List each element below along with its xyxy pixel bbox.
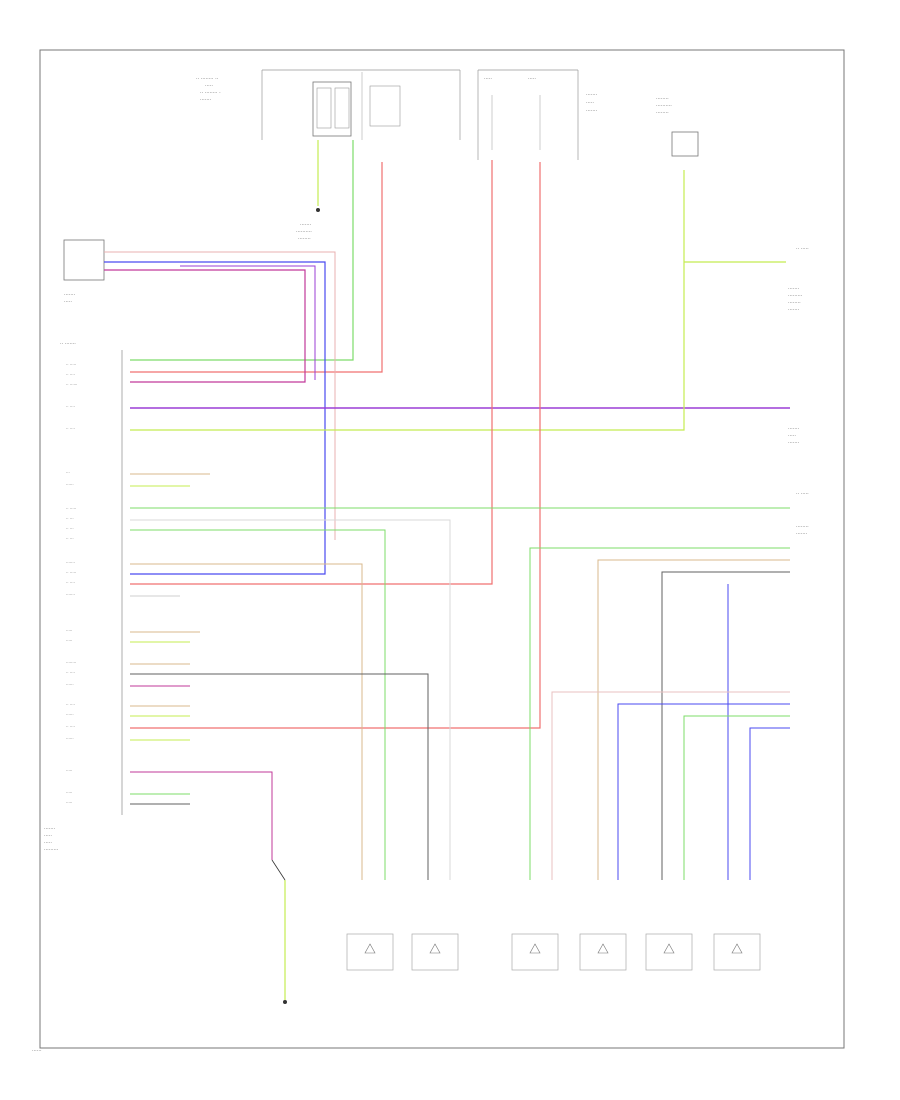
wire-module-d [130,673,429,880]
svg-text:········: ········ [656,110,669,116]
svg-text:······: ······ [66,736,74,741]
svg-text:·· ···: ·· ··· [66,536,74,541]
svg-text:·····: ····· [788,433,796,439]
wire-top-red [130,162,383,373]
svg-text:···: ··· [66,470,70,475]
diagram-border [39,49,845,1049]
module-stub-wires [130,473,210,805]
wire-right-green [529,547,790,880]
svg-text:·· ····: ·· ···· [66,702,75,707]
wire-module-b [130,529,386,880]
wire-module-c [130,563,363,880]
svg-text:·······: ······· [64,292,76,298]
svg-text:·····: ····· [64,299,72,305]
svg-text:········: ········ [298,236,311,242]
wire-seat-1 [104,251,336,540]
footer-code: ······ [32,1048,42,1054]
svg-text:·····: ····· [66,790,72,795]
wire-bottom-switch [130,771,273,860]
wire-right-pink [551,691,790,880]
svg-text:·····: ····· [205,83,213,89]
svg-text:·· ····: ·· ···· [66,426,75,431]
svg-text:·······: ······· [788,286,800,292]
top-relay-box: ·· ········ ·· ····· ·· ········ · ·····… [196,69,461,140]
svg-text:·······: ······· [586,108,598,114]
svg-text:·· ····: ·· ···· [66,580,75,585]
svg-text:·· ·······: ·· ······· [60,341,76,347]
svg-text:·······: ······· [788,307,800,313]
wire-seat-magenta [104,269,306,383]
right-connectors: ·· ····· ······· ········· ········ ····… [788,246,809,537]
svg-text:·······: ······· [788,426,800,432]
wire-right-blue-3 [749,727,790,880]
svg-text:·· ····: ·· ···· [66,404,75,409]
wire-module-a [130,519,451,880]
svg-text:·· ····: ·· ···· [66,670,75,675]
svg-text:·······: ······· [66,592,75,597]
svg-text:·····: ····· [66,768,72,773]
svg-text:·····: ····· [66,638,72,643]
wire-seat-blue [104,261,326,575]
module-pin-labels: ·· ····· ·· ···· ·· ······ ·· ···· ·· ··… [66,362,77,805]
svg-text:·· ·····: ·· ····· [66,506,76,511]
svg-text:·· ·····: ·· ····· [66,570,76,575]
svg-text:·· ····: ·· ···· [66,724,75,729]
svg-text:··········: ·········· [296,229,312,235]
svg-text:·····: ····· [528,76,536,82]
svg-text:········: ········ [788,300,801,306]
svg-text:······: ······ [66,712,74,717]
svg-text:·······: ······· [788,440,800,446]
svg-text:·······: ······· [44,826,56,832]
wire-fuse-red-2 [130,162,541,729]
svg-text:·····: ····· [44,840,52,846]
wire-right-tan [597,559,790,880]
svg-text:·· ······: ·· ······ [66,382,77,387]
svg-text:··········: ·········· [656,103,672,109]
wire-right-dark [661,571,790,880]
svg-text:·· ·····: ·· ····· [66,362,76,367]
svg-text:·········: ········· [788,293,803,299]
svg-text:·· ····: ·· ···· [66,372,75,377]
svg-text:·····: ····· [44,833,52,839]
wire-yellow-green-main [130,170,685,431]
wire-fuse-red [130,160,493,585]
svg-text:·····: ····· [66,628,72,633]
svg-text:·· ········ ·: ·· ········ · [200,90,221,96]
wire-right-green-2 [683,715,790,880]
svg-text:·····: ····· [484,76,492,82]
svg-text:········: ········ [656,96,669,102]
top-fuse-box: ····· ····· ······· ····· ······· [477,69,598,160]
svg-text:········: ········ [796,524,809,530]
wire-top-green [130,140,354,361]
svg-text:·· ···: ·· ··· [66,516,74,521]
switch-contact [271,859,286,881]
ground-top: ······· ·········· ········ [296,208,320,242]
wire-seat-purple-overlay [180,265,316,380]
svg-text:·····: ····· [586,100,594,106]
seat-switch-component: ······· ····· [63,239,105,305]
svg-text:········: ········ [66,660,76,665]
top-right-sensor: ········ ·········· ········ [656,96,699,157]
svg-text:·······: ······· [796,531,808,537]
svg-text:·······: ······· [586,92,598,98]
svg-text:·······: ······· [66,560,75,565]
svg-text:·······: ······· [200,97,212,103]
svg-text:······: ······ [66,482,74,487]
svg-text:·· ········ ··: ·· ········ ·· [196,76,219,82]
ground-bottom [283,1000,287,1004]
svg-text:·········: ········· [44,847,59,853]
svg-text:·· ···: ·· ··· [66,526,74,531]
svg-text:·· ·····: ·· ····· [796,491,809,497]
svg-text:·······: ······· [300,222,312,228]
svg-text:······: ······ [66,682,74,687]
wire-right-blue-2 [617,703,790,880]
bottom-sensors [346,933,761,971]
control-module: ·· ······· ······· ····· ····· ········· [44,341,123,853]
svg-text:·· ·····: ·· ····· [796,246,809,252]
svg-text:·····: ····· [66,800,72,805]
